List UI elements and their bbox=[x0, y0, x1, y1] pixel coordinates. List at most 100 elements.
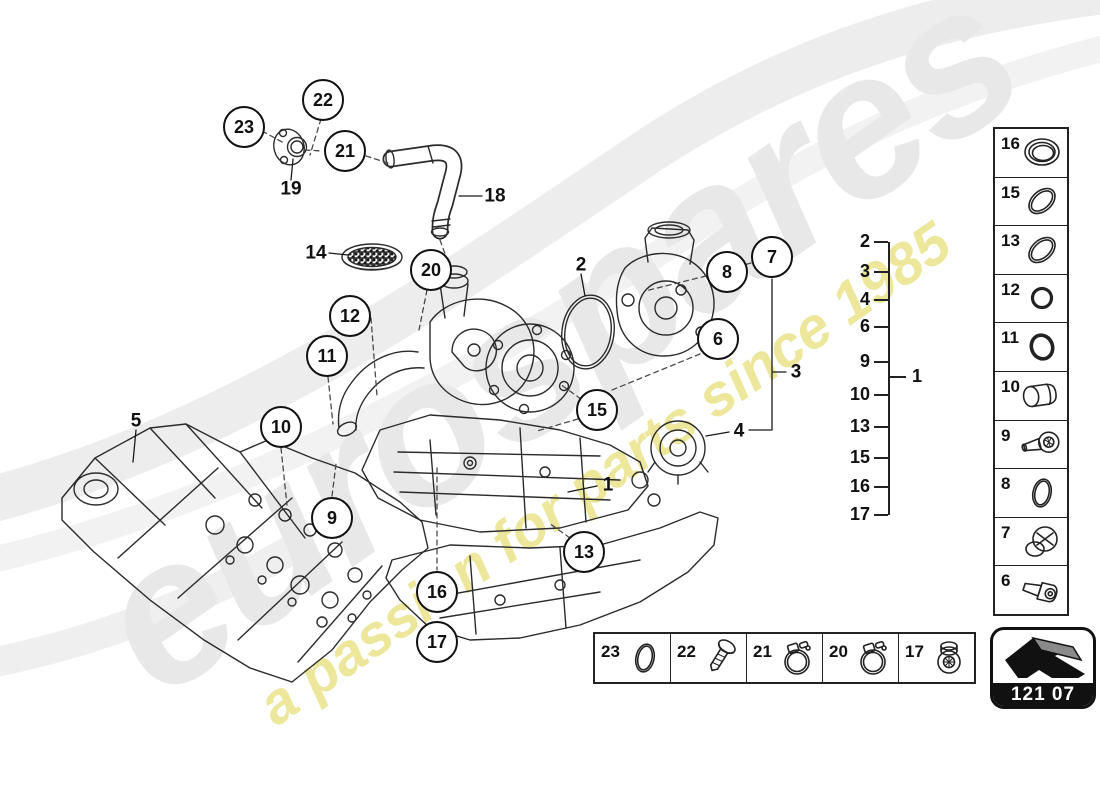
bottomrow-part-number: 22 bbox=[677, 642, 696, 661]
bracket-tick-2 bbox=[874, 241, 888, 243]
cap-plug-icon bbox=[1018, 374, 1066, 418]
bracket-target-tick bbox=[890, 376, 906, 378]
bracket-item-4[interactable]: 4 bbox=[859, 289, 870, 310]
bracket-target-1: 1 bbox=[912, 366, 923, 387]
callout-7[interactable]: 7 bbox=[751, 236, 793, 278]
oval-seal-icon bbox=[1018, 471, 1066, 515]
bracket-line bbox=[888, 242, 890, 515]
bottomrow-cell-20[interactable]: 20 bbox=[822, 634, 898, 682]
sidebar-cell-7[interactable]: 7 bbox=[995, 516, 1067, 566]
parts-sidebar: 16 15 13 12 11 10 9 8 7 6 bbox=[993, 127, 1069, 616]
bracket-item-10[interactable]: 10 bbox=[849, 384, 870, 405]
sidebar-cell-12[interactable]: 12 bbox=[995, 273, 1067, 323]
cross-cap-icon bbox=[1018, 520, 1066, 564]
sidebar-part-number: 6 bbox=[1001, 571, 1011, 591]
leader-lines-solid bbox=[132, 158, 787, 493]
sidebar-cell-6[interactable]: 6 bbox=[995, 565, 1067, 614]
callout-8[interactable]: 8 bbox=[706, 251, 748, 293]
parts-bottom-row: 23 22 21 20 17 bbox=[593, 632, 976, 684]
bottomrow-part-number: 21 bbox=[753, 642, 772, 661]
sidebar-cell-8[interactable]: 8 bbox=[995, 468, 1067, 517]
bracket-item-15[interactable]: 15 bbox=[849, 447, 870, 468]
arrow-icon bbox=[993, 630, 1093, 686]
torx-screw-icon bbox=[1018, 422, 1066, 466]
o-ring-small-icon bbox=[1018, 277, 1066, 321]
screw-plug-icon bbox=[925, 636, 973, 680]
bracket-item-6[interactable]: 6 bbox=[859, 316, 870, 337]
section-code: 121 07 bbox=[993, 683, 1093, 706]
hose-clamp-icon bbox=[773, 636, 821, 680]
sidebar-cell-10[interactable]: 10 bbox=[995, 370, 1067, 420]
callout-22[interactable]: 22 bbox=[302, 79, 344, 121]
callout-13[interactable]: 13 bbox=[563, 531, 605, 573]
sidebar-cell-16[interactable]: 16 bbox=[995, 129, 1067, 177]
callout-11[interactable]: 11 bbox=[306, 335, 348, 377]
sidebar-part-number: 13 bbox=[1001, 231, 1020, 251]
bottomrow-cell-17[interactable]: 17 bbox=[898, 634, 974, 682]
thermostat-art bbox=[647, 420, 709, 485]
callout-12[interactable]: 12 bbox=[329, 295, 371, 337]
part-label-1: 1 bbox=[602, 474, 614, 496]
bracket-tick-17 bbox=[874, 514, 888, 516]
bracket-tick-16 bbox=[874, 486, 888, 488]
bracket-tick-13 bbox=[874, 426, 888, 428]
bottomrow-part-number: 23 bbox=[601, 642, 620, 661]
section-badge[interactable]: 121 07 bbox=[990, 627, 1096, 709]
sidebar-part-number: 11 bbox=[1001, 328, 1019, 348]
hose-art bbox=[382, 144, 463, 240]
flange-art bbox=[273, 128, 308, 166]
bottomrow-part-number: 20 bbox=[829, 642, 848, 661]
bracket-tick-10 bbox=[874, 394, 888, 396]
callout-9[interactable]: 9 bbox=[311, 497, 353, 539]
part-label-18: 18 bbox=[484, 185, 506, 207]
sidebar-part-number: 12 bbox=[1001, 279, 1020, 299]
sidebar-part-number: 15 bbox=[1001, 182, 1020, 202]
part-label-2: 2 bbox=[575, 254, 587, 276]
bottomrow-cell-22[interactable]: 22 bbox=[670, 634, 746, 682]
part-label-5: 5 bbox=[130, 410, 142, 432]
bracket-tick-3 bbox=[874, 271, 888, 273]
callout-20[interactable]: 20 bbox=[410, 249, 452, 291]
callout-6[interactable]: 6 bbox=[697, 318, 739, 360]
sidebar-part-number: 16 bbox=[1001, 134, 1020, 153]
sidebar-cell-15[interactable]: 15 bbox=[995, 176, 1067, 226]
bracket-item-9[interactable]: 9 bbox=[859, 351, 870, 372]
bracket-item-3[interactable]: 3 bbox=[859, 261, 870, 282]
seal-ring-icon bbox=[1018, 131, 1066, 175]
callout-17[interactable]: 17 bbox=[416, 621, 458, 663]
crankcase-art bbox=[61, 423, 429, 683]
o-ring-thick-icon bbox=[1018, 325, 1066, 369]
o-ring-art bbox=[561, 294, 615, 370]
callout-21[interactable]: 21 bbox=[324, 130, 366, 172]
o-ring-tilted-icon bbox=[1018, 228, 1066, 272]
part-label-19: 19 bbox=[280, 178, 302, 200]
bottomrow-cell-23[interactable]: 23 bbox=[595, 634, 670, 682]
sidebar-part-number: 9 bbox=[1001, 425, 1011, 445]
part-label-3: 3 bbox=[790, 361, 802, 383]
bracket-item-16[interactable]: 16 bbox=[849, 476, 870, 497]
callout-15[interactable]: 15 bbox=[576, 389, 618, 431]
sidebar-part-number: 7 bbox=[1001, 522, 1011, 542]
bracket-tick-15 bbox=[874, 457, 888, 459]
bracket-tick-4 bbox=[874, 299, 888, 301]
oval-seal-icon bbox=[621, 636, 669, 680]
hose-clamp-icon bbox=[849, 636, 897, 680]
callout-16[interactable]: 16 bbox=[416, 571, 458, 613]
bottomrow-cell-21[interactable]: 21 bbox=[746, 634, 822, 682]
socket-bolt-icon bbox=[1018, 568, 1066, 612]
sidebar-cell-9[interactable]: 9 bbox=[995, 419, 1067, 469]
bracket-item-2[interactable]: 2 bbox=[859, 231, 870, 252]
bracket-item-13[interactable]: 13 bbox=[849, 416, 870, 437]
sidebar-cell-13[interactable]: 13 bbox=[995, 225, 1067, 274]
bracket-item-17[interactable]: 17 bbox=[849, 504, 870, 525]
part-label-14: 14 bbox=[305, 242, 327, 264]
callout-23[interactable]: 23 bbox=[223, 106, 265, 148]
bracket-tick-6 bbox=[874, 326, 888, 328]
callout-10[interactable]: 10 bbox=[260, 406, 302, 448]
sidebar-cell-11[interactable]: 11 bbox=[995, 322, 1067, 371]
bracket-tick-9 bbox=[874, 361, 888, 363]
bottomrow-part-number: 17 bbox=[905, 642, 924, 661]
sidebar-part-number: 8 bbox=[1001, 474, 1011, 494]
watermark-brand: eurospares bbox=[53, 0, 1058, 739]
